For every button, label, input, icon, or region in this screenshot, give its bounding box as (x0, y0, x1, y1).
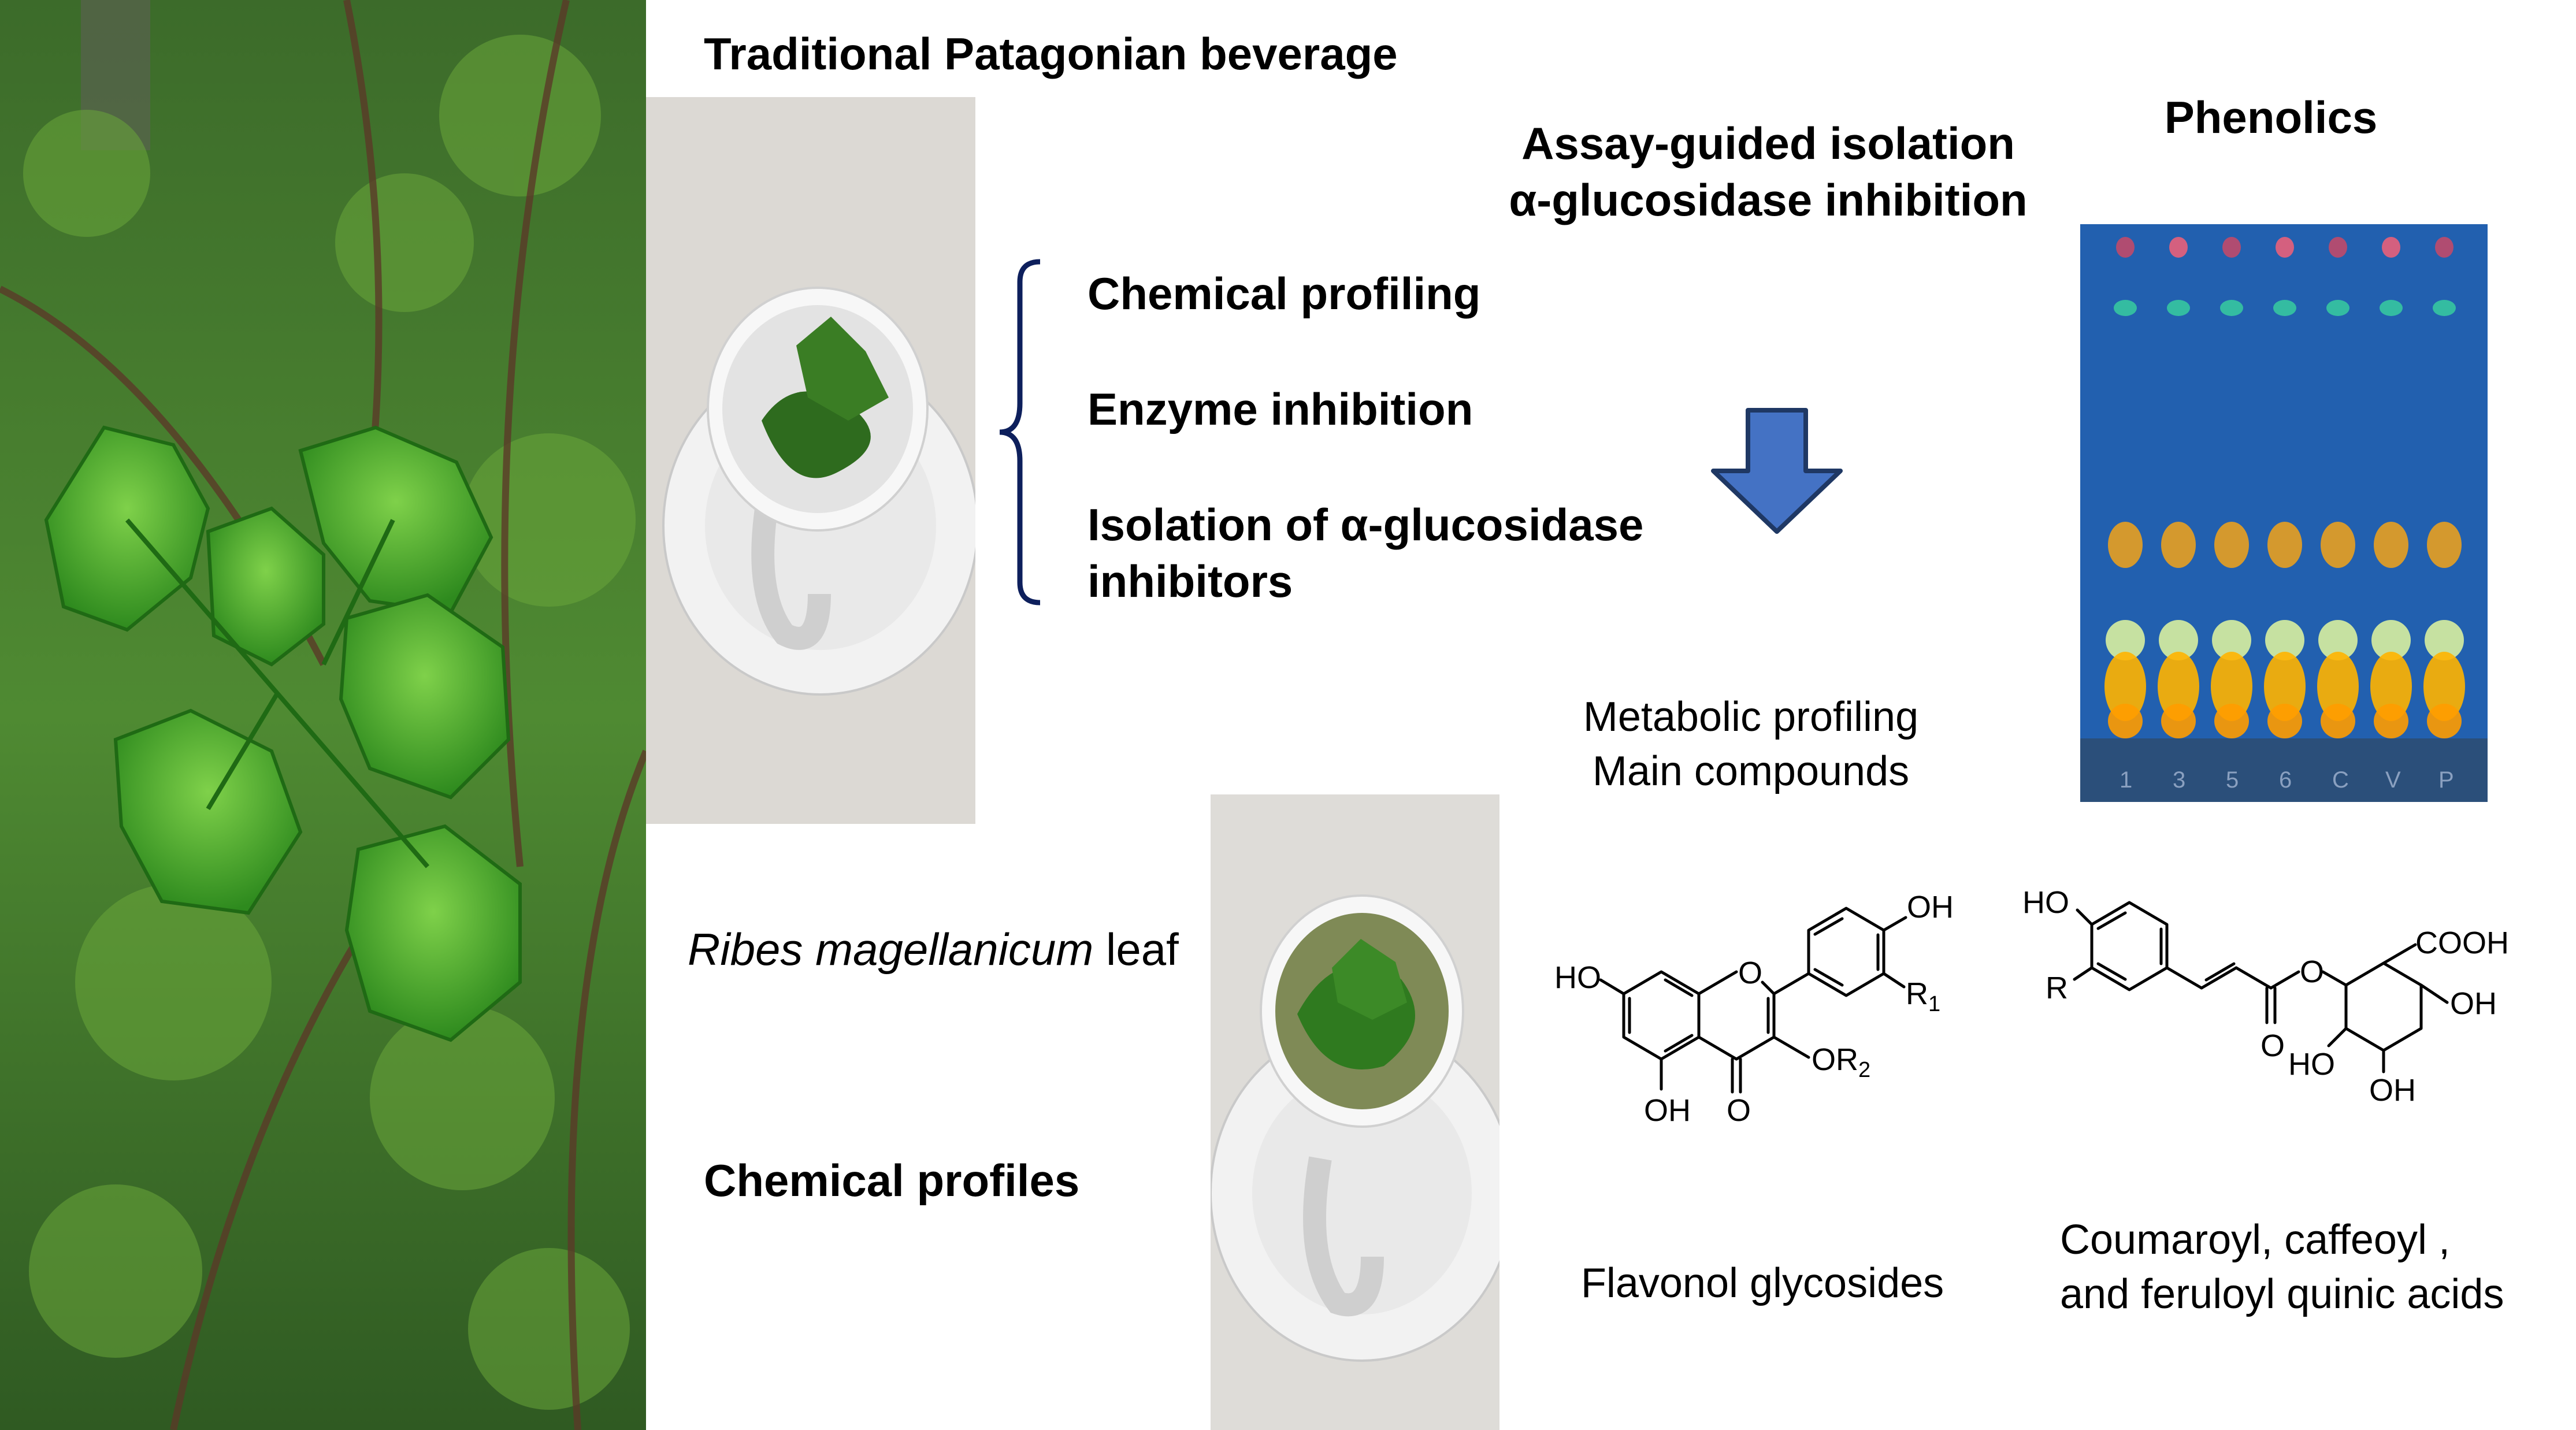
flavonol-o-keto: O (1727, 1093, 1751, 1128)
assay-line2: α-glucosidase inhibition (1509, 174, 2028, 225)
tlc-lane-mark: 3 (2173, 767, 2185, 793)
plant-label: Ribes magellanicum leaf (688, 922, 1179, 978)
flavonol-or2: OR2 (1812, 1042, 1870, 1082)
title: Traditional Patagonian beverage (704, 28, 1398, 79)
quinic-line1: Coumaroyl, caffeoyl , (2060, 1217, 2450, 1263)
down-arrow-icon (1711, 408, 1843, 534)
branch-enzyme-inhibition: Enzyme inhibition (1087, 384, 1473, 434)
metabolic-line2: Main compounds (1592, 748, 1910, 794)
metabolic-label: Metabolic profiling Main compounds (1491, 690, 2011, 798)
tlc-plate-image: 1 3 5 6 C V P (2080, 224, 2488, 802)
quinic-o-ester: O (2300, 954, 2324, 989)
quinic-cooh: COOH (2415, 926, 2509, 960)
quinic-oh-bottom: OH (2369, 1073, 2416, 1108)
tea-cup-photo-top (646, 97, 975, 824)
quinic-ho-top: HO (2022, 885, 2069, 920)
metabolic-line1: Metabolic profiling (1583, 694, 1919, 740)
tlc-lane (2423, 237, 2465, 738)
assay-line1: Assay-guided isolation (1521, 118, 2015, 169)
tlc-lane (2317, 237, 2359, 738)
plant-part: leaf (1093, 924, 1179, 975)
tlc-lane-mark: P (2438, 767, 2454, 793)
tlc-lane-mark: C (2332, 767, 2349, 793)
flavonol-label: Flavonol glycosides (1580, 1260, 1944, 1306)
flavonol-oh-bottom: OH (1644, 1093, 1691, 1128)
flavonol-ho-left: HO (1554, 960, 1601, 995)
tlc-lane-mark: 1 (2120, 767, 2132, 793)
tlc-lane (2264, 237, 2306, 738)
quinic-label: Coumaroyl, caffeoyl , and feruloyl quini… (2060, 1213, 2504, 1321)
flavonol-r1: R1 (1906, 976, 1940, 1016)
assay-label: Assay-guided isolation α-glucosidase inh… (1479, 116, 2057, 228)
flavonol-r1-subscript: 1 (1928, 992, 1940, 1016)
tlc-lane (2370, 237, 2412, 738)
flavonol-structure: OH R1 HO O OR2 OH O (1554, 890, 1954, 1128)
branch-isolation: Isolation of α-glucosidase (1087, 499, 1644, 550)
chemical-profiles-label: Chemical profiles (704, 1155, 1080, 1206)
plant-species: Ribes magellanicum (688, 924, 1094, 975)
quinic-r: R (2046, 971, 2068, 1005)
tlc-lane-mark: V (2385, 767, 2401, 793)
tlc-lane-mark: 6 (2279, 767, 2292, 793)
quinic-acid-structure: HO R O O COOH OH HO OH (2022, 885, 2509, 1108)
phenolics-label: Phenolics (2164, 92, 2378, 143)
tlc-lane (2104, 237, 2146, 738)
flavonol-or2-subscript: 2 (1858, 1058, 1870, 1082)
tlc-lane-mark: 5 (2226, 767, 2239, 793)
flavonol-oh-top: OH (1907, 890, 1954, 924)
quinic-o-carbonyl: O (2261, 1028, 2285, 1063)
tea-cup-photo-bottom (1211, 794, 1499, 1430)
flavonol-or2-letters: OR (1812, 1042, 1858, 1077)
ribes-plant-photo (0, 0, 646, 1430)
tlc-lane (2211, 237, 2252, 738)
quinic-oh-right: OH (2450, 986, 2497, 1021)
quinic-ho-bottom: HO (2288, 1047, 2335, 1082)
flavonol-r1-letter: R (1906, 976, 1928, 1011)
branch-chemical-profiling: Chemical profiling (1087, 268, 1481, 319)
branch-inhibitors: inhibitors (1087, 556, 1293, 607)
flavonol-o-ring: O (1738, 956, 1762, 990)
curly-bracket (999, 259, 1041, 606)
quinic-line2: and feruloyl quinic acids (2060, 1271, 2504, 1317)
tlc-lane (2158, 237, 2199, 738)
